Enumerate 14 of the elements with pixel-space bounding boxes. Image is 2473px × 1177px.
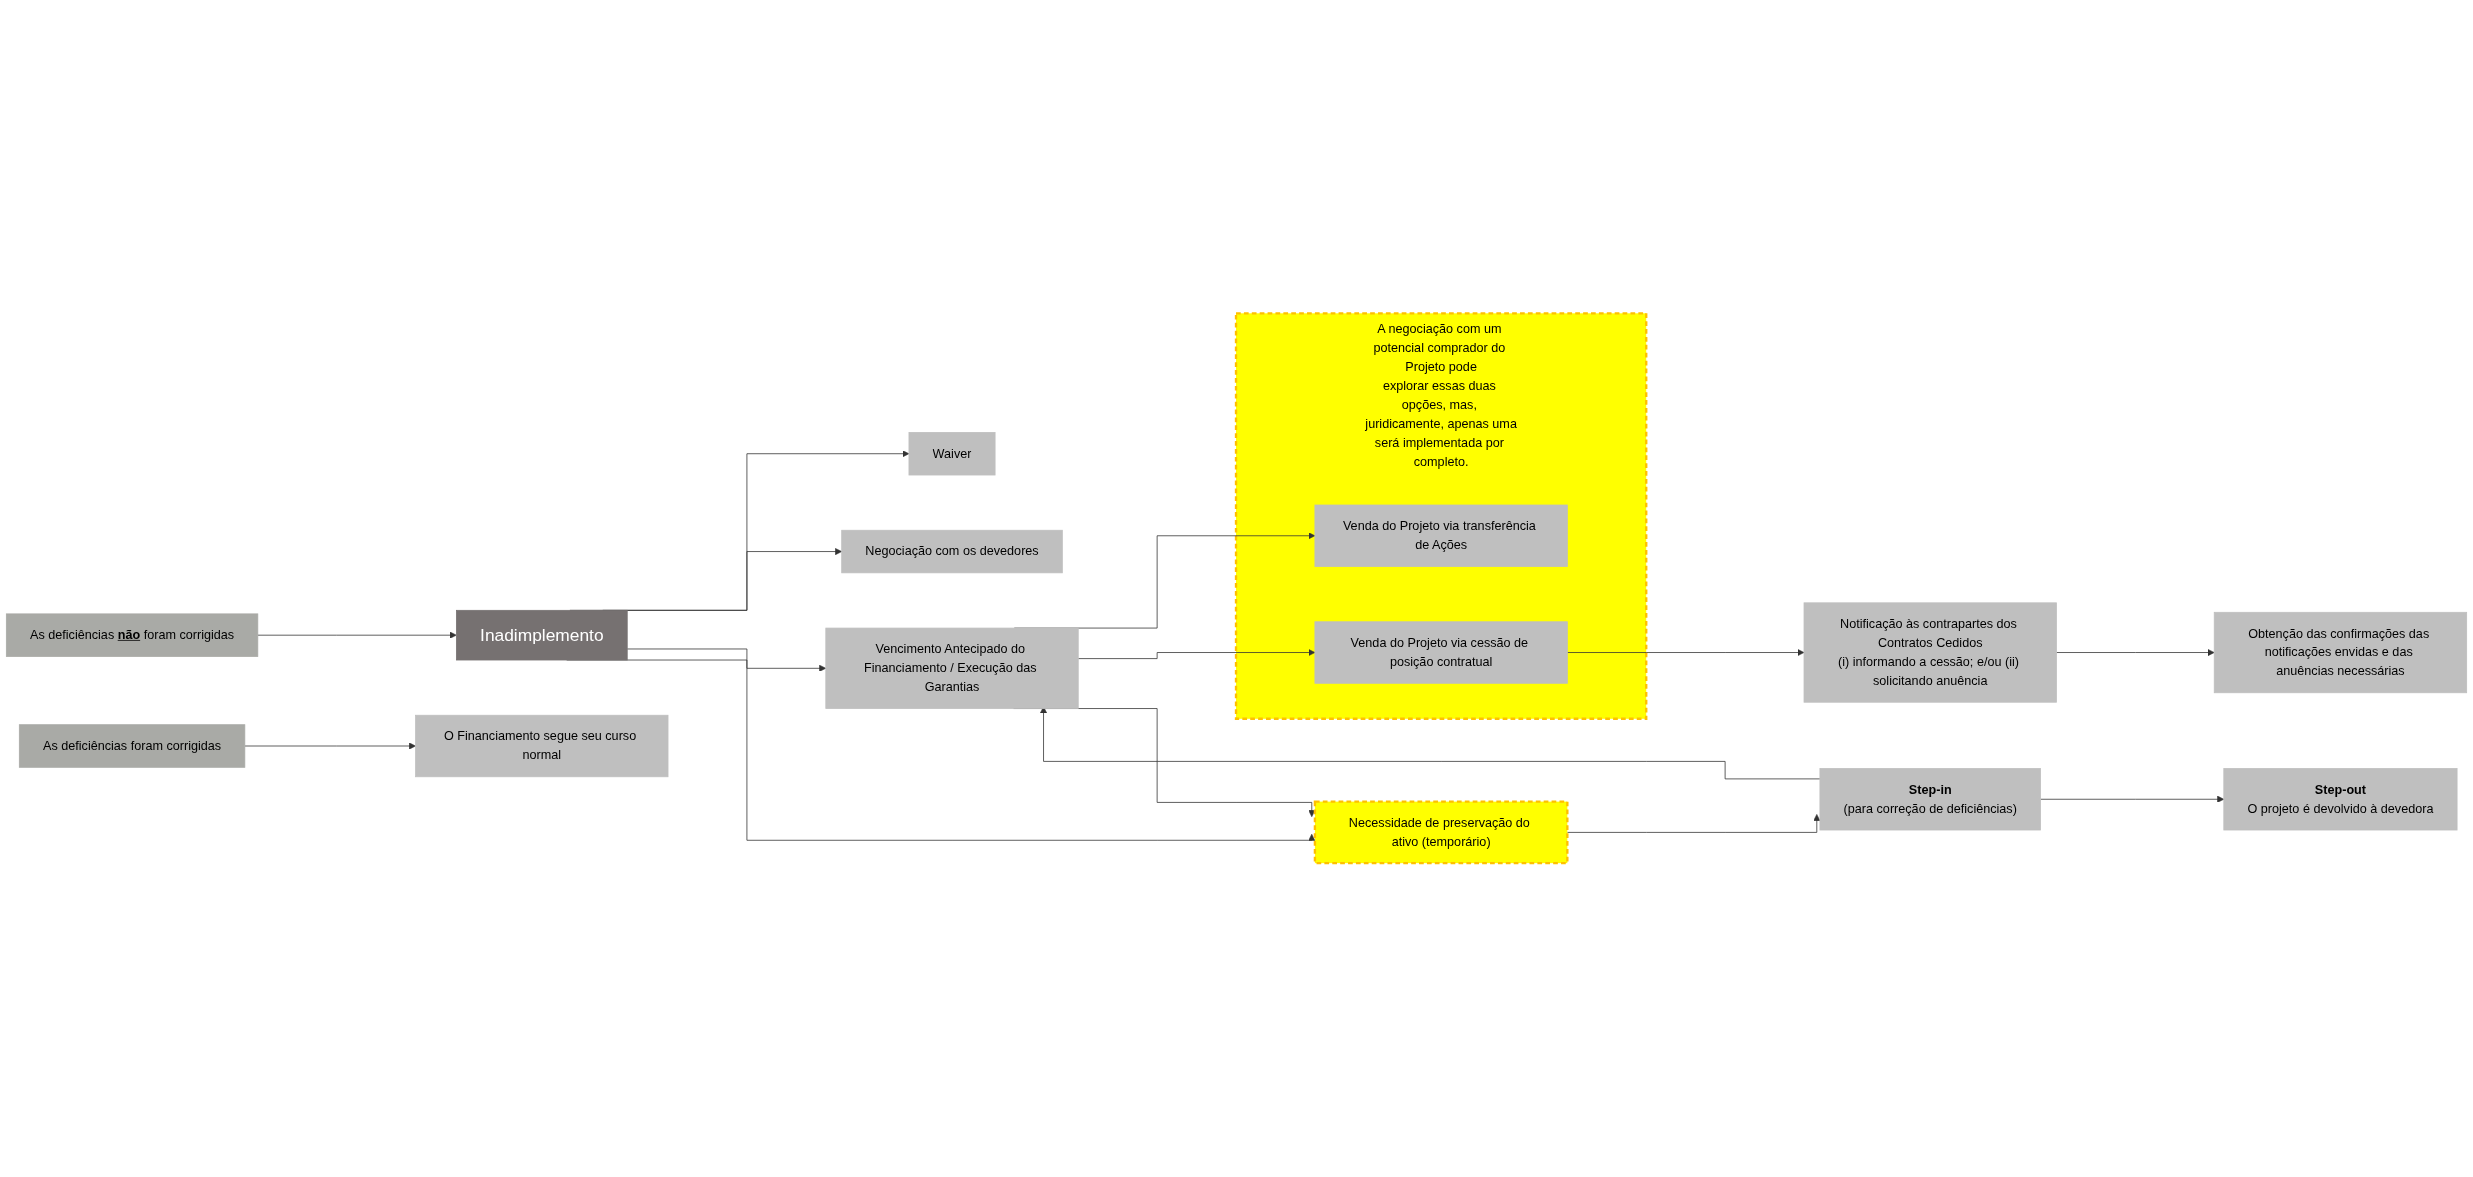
- node-box: Vencimento Antecipado do Financiamento / Execução das Garantias: [825, 627, 1079, 710]
- node-box: Waiver: [908, 432, 996, 476]
- node-box: O Financiamento segue seu curso normal: [415, 715, 669, 778]
- node-box: Step-in (para correção de deficiências): [1819, 768, 2041, 831]
- node-box: Venda do Projeto via cessão de posição contratual: [1314, 621, 1568, 684]
- node-box: Negociação com os devedores: [841, 530, 1063, 574]
- node-box: As deficiências não foram corrigidas: [5, 613, 259, 658]
- node-box: As deficiências foram corrigidas: [18, 724, 246, 768]
- node-box: Venda do Projeto via transferência de Ações: [1314, 504, 1568, 568]
- node-box: Necessidade de preservação do ativo (temporário): [1313, 800, 1569, 865]
- node-box: Inadimplemento: [456, 610, 628, 661]
- node-box: Obtenção das confirmações das notificações envidas e das anuências necessárias: [2213, 612, 2468, 694]
- node-box: Step-out O projeto é devolvido à devedora: [2223, 768, 2458, 831]
- node-box: Notificação às contrapartes dos Contratos Cedidos (i) informando a cessão; e/ou (ii) solicitando anuência: [1803, 602, 2057, 703]
